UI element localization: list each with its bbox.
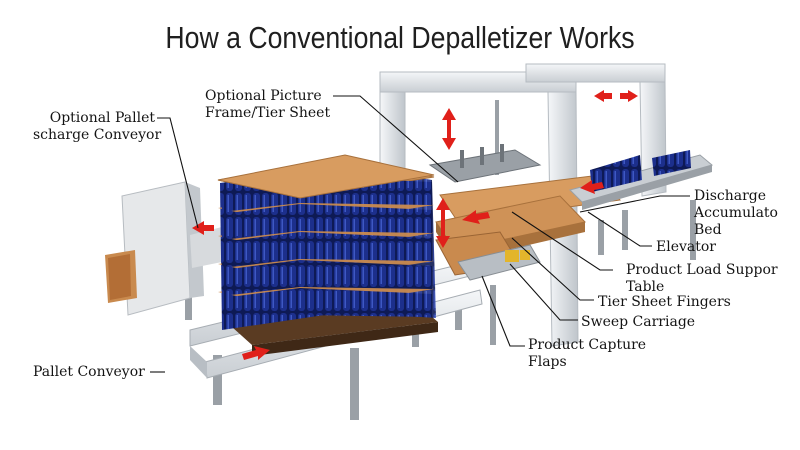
leader-lines (150, 95, 690, 373)
label-tier-sheet-fingers: Tier Sheet Fingers (598, 294, 731, 310)
sweep-carriage (457, 244, 541, 281)
support-legs (185, 200, 696, 420)
label-pallet-conveyor: Pallet Conveyor (33, 364, 145, 380)
label-product-capture-flaps: Product Capture Flaps (528, 337, 647, 370)
product-stack (217, 154, 436, 330)
pallet-discharge-conveyor (105, 181, 232, 316)
discharge-accumulation-bed (569, 150, 714, 210)
label-picture-frame: Optional Picture Frame/Tier Sheet (205, 88, 331, 121)
label-sweep-carriage: Sweep Carriage (581, 314, 696, 330)
motion-arrows (192, 90, 638, 360)
load-support-table (435, 174, 621, 276)
diagram-title: How a Conventional Depalletizer Works (165, 20, 635, 55)
label-pallet-discharge-conveyor: Optional Pallet scharge Conveyor (33, 110, 162, 143)
label-elevator: Elevator (656, 239, 716, 255)
label-product-load-support-table: Product Load Suppor Table (626, 262, 778, 295)
tier-sheet-picker (428, 144, 542, 183)
label-discharge-accumulation-bed: Discharge Accumulato Bed (694, 188, 778, 238)
